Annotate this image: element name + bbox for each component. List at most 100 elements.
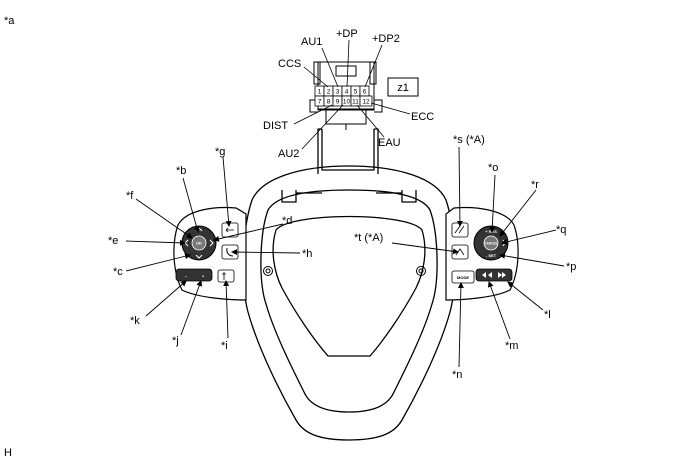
pin-number: 6 — [363, 89, 367, 96]
leader-t — [391, 242, 459, 255]
pin-label-eau: EAU — [378, 137, 401, 149]
cancel-button-label: CANCEL — [484, 242, 497, 246]
leader-r — [499, 189, 537, 237]
connector-left-tab — [309, 99, 318, 113]
pin-label-dist: DIST — [263, 120, 288, 132]
leader-line — [321, 47, 339, 88]
pin-number: 11 — [352, 99, 359, 106]
leader-e — [125, 239, 186, 246]
volume-button[interactable] — [175, 268, 213, 282]
set-button-label: - SET — [486, 253, 497, 258]
seek-forward-icon — [498, 272, 506, 278]
leader-p — [499, 252, 565, 267]
pin-number: 12 — [362, 99, 370, 106]
leader-j — [180, 280, 203, 336]
steering-wheel — [242, 128, 456, 441]
callout-e: *e — [108, 235, 118, 247]
right-switch-cluster: CANCEL + RES - SET MODE — [445, 206, 519, 301]
callout-g: *g — [215, 146, 225, 158]
leader-b — [182, 177, 200, 233]
mount-hole-right — [416, 266, 426, 276]
corner-label: *a — [4, 15, 15, 27]
cancel-button[interactable] — [483, 235, 499, 251]
callout-leaders — [125, 146, 565, 368]
mount-hole-left — [263, 266, 273, 276]
wheel-column-inner — [321, 129, 375, 171]
leader-s — [456, 146, 463, 227]
callout-c: *c — [113, 266, 123, 278]
leader-q — [501, 229, 557, 245]
left-switch-cluster: OK − + — [173, 206, 247, 301]
connector-right-latch — [369, 61, 377, 85]
pin-label-au1: AU1 — [301, 36, 322, 48]
ok-button-label: OK — [196, 241, 202, 246]
pin-number: 4 — [345, 89, 349, 96]
leader-f — [135, 198, 193, 239]
leader-k — [145, 280, 187, 317]
seek-back-icon — [482, 272, 492, 278]
pin-number: 8 — [327, 99, 331, 106]
callout-d: *d — [282, 215, 292, 227]
mode-button-label: MODE — [457, 275, 469, 280]
seek-button[interactable] — [475, 268, 513, 282]
leader-d — [213, 223, 284, 242]
footer-code: H — [4, 447, 12, 459]
connector-left-latch — [313, 61, 321, 85]
leader-line — [370, 102, 411, 115]
callout-r: *r — [531, 179, 539, 191]
callout-q: *q — [556, 224, 566, 236]
wheel-rim-outer — [242, 165, 456, 441]
callout-m: *m — [505, 340, 518, 352]
leader-m — [487, 281, 511, 340]
volume-plus-icon: + — [202, 274, 205, 279]
leader-h — [231, 249, 301, 256]
connector-lock — [335, 65, 357, 77]
mount-hole-right-inner — [418, 268, 424, 274]
volume-minus-icon: − — [185, 274, 188, 279]
pin-number: 7 — [318, 99, 322, 106]
pin-number: 3 — [336, 89, 340, 96]
leader-line — [303, 66, 329, 88]
distance-button[interactable] — [451, 244, 469, 260]
callout-f: *f — [126, 190, 134, 202]
pin-label-dp2: +DP2 — [372, 33, 400, 45]
callout-b: *b — [176, 165, 186, 177]
pin-cell — [359, 95, 373, 107]
leader-l — [507, 281, 544, 311]
connector — [309, 61, 383, 130]
pin-label-ecc: ECC — [411, 111, 434, 123]
leader-n — [457, 282, 464, 368]
mount-hole-left-inner — [265, 268, 271, 274]
wheel-clips — [281, 190, 417, 203]
pin-label-ccs: CCS — [278, 58, 301, 70]
wheel-rim-inner — [260, 189, 438, 413]
voice-icon — [222, 272, 226, 280]
pin-number: 1 — [318, 89, 322, 96]
callout-p: *p — [566, 261, 576, 273]
callout-t: *t (*A) — [354, 232, 383, 244]
leader-line — [293, 104, 333, 125]
leader-o — [489, 174, 496, 233]
leader-line — [301, 104, 344, 150]
pin-number: 2 — [327, 89, 331, 96]
leader-c — [125, 253, 191, 272]
chevron-right-icon — [209, 239, 214, 247]
callout-n: *n — [452, 369, 462, 381]
leader-line — [364, 44, 383, 88]
lane-icon — [454, 225, 465, 234]
voice-button[interactable] — [217, 269, 235, 283]
leader-g — [222, 156, 232, 227]
pin-grid: 1 2 3 4 5 6 7 8 9 10 11 12 — [314, 85, 373, 107]
callout-j: *j — [172, 335, 179, 347]
callout-s: *s (*A) — [453, 134, 485, 146]
ok-button[interactable] — [191, 235, 207, 251]
leader-i — [223, 280, 230, 339]
pin-number: 9 — [336, 99, 340, 106]
phone-icon — [226, 247, 234, 257]
connector-tag-box — [387, 77, 419, 97]
back-icon — [225, 227, 234, 233]
connector-tag: z1 — [397, 82, 409, 94]
callout-i: *i — [221, 340, 228, 352]
callout-o: *o — [488, 162, 498, 174]
